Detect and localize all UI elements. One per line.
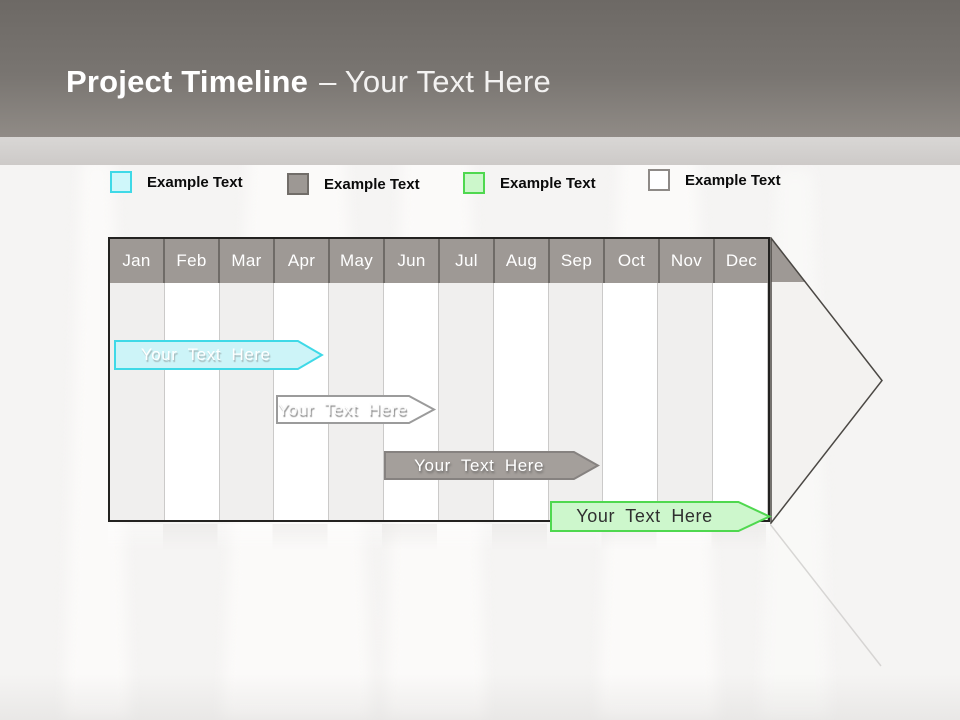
legend-swatch-gray (287, 173, 309, 195)
month-column-dec (713, 283, 768, 520)
legend-item-green: Example Text (463, 172, 596, 194)
month-header-may: May (328, 239, 383, 283)
legend-label: Example Text (685, 171, 781, 189)
legend-label: Example Text (324, 175, 420, 193)
arrow-head-outline (770, 237, 883, 524)
bar-arrow-shape (276, 395, 437, 424)
bar-arrow-shape (384, 451, 601, 480)
page-title-placeholder: – Your Text Here (319, 64, 551, 99)
arrow-reflection-line (770, 524, 882, 667)
legend-label: Example Text (500, 174, 596, 192)
month-header-dec: Dec (713, 239, 768, 283)
legend-swatch-cyan (110, 171, 132, 193)
legend-item-white: Example Text (648, 169, 781, 191)
month-header-feb: Feb (163, 239, 218, 283)
legend-item-cyan: Example Text (110, 171, 243, 193)
arrow-head-fill (771, 238, 882, 523)
month-column-aug (493, 283, 549, 520)
timeline-bar-cyan[interactable]: Your Text Here (113, 340, 324, 370)
month-column-jan (110, 283, 165, 520)
month-column-oct (603, 283, 659, 520)
month-header-aug: Aug (493, 239, 548, 283)
month-header-jan: Jan (110, 239, 163, 283)
timeline-arrow-head (770, 237, 883, 524)
month-header-jul: Jul (438, 239, 493, 283)
header-sub-band (0, 137, 960, 165)
page-title: Project Timeline – Your Text Here (66, 62, 551, 108)
page-title-bold: Project Timeline (66, 64, 309, 99)
month-column-nov (658, 283, 714, 520)
bar-label: Your Text Here (277, 399, 408, 419)
bar-label: Your Text Here (414, 455, 545, 475)
month-column-sep (548, 283, 604, 520)
floor-shadow (0, 674, 960, 720)
month-column-mar (219, 283, 275, 520)
month-header-nov: Nov (658, 239, 713, 283)
legend-item-gray: Example Text (287, 173, 420, 195)
month-header-sep: Sep (548, 239, 603, 283)
month-header-mar: Mar (218, 239, 273, 283)
legend-swatch-green (463, 172, 485, 194)
month-column-jul (438, 283, 494, 520)
bar-arrow-shape (550, 501, 773, 532)
bar-arrow-shape (113, 340, 324, 370)
timeline-bar-outline[interactable]: Your Text Here (276, 395, 437, 424)
bar-label: Your Text Here (576, 506, 713, 526)
legend-label: Example Text (147, 173, 243, 191)
month-header-oct: Oct (603, 239, 658, 283)
timeline-bar-green[interactable]: Your Text Here (550, 501, 773, 532)
legend-swatch-white (648, 169, 670, 191)
timeline-bar-gray[interactable]: Your Text Here (384, 451, 601, 480)
month-column-feb (164, 283, 220, 520)
month-header-apr: Apr (273, 239, 328, 283)
bar-label: Your Text Here (140, 345, 271, 364)
slide-header-band: Project Timeline – Your Text Here (0, 0, 960, 137)
month-header-jun: Jun (383, 239, 438, 283)
